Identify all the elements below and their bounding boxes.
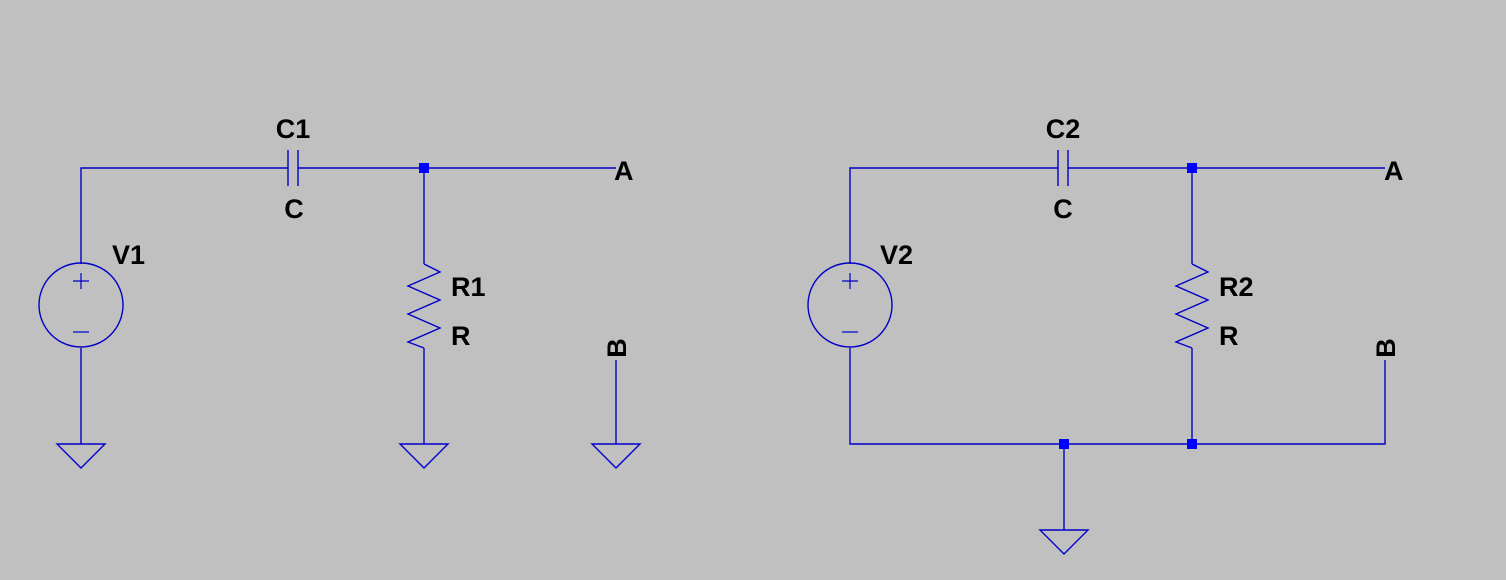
c2-value-label: C xyxy=(1053,194,1073,224)
c2-name-label: C2 xyxy=(1046,114,1081,144)
circuit-left: V1 C1 C R1 R A B xyxy=(38,114,642,469)
junction-dot xyxy=(1059,439,1069,449)
circuit-right: V2 C2 C R2 R A B xyxy=(807,114,1404,555)
resistor-icon[interactable] xyxy=(406,263,442,349)
r1-name-label: R1 xyxy=(451,272,486,302)
resistor-icon[interactable] xyxy=(1174,263,1210,349)
voltage-source-icon[interactable] xyxy=(807,262,893,348)
ground-icon xyxy=(1038,529,1090,555)
c1-value-label: C xyxy=(284,194,304,224)
net-b-label: B xyxy=(602,338,632,358)
wire-v1-to-c1[interactable] xyxy=(80,167,288,264)
capacitor-icon[interactable] xyxy=(1057,150,1069,186)
junction-dot xyxy=(1187,163,1197,173)
net-b-label: B xyxy=(1371,338,1401,358)
r2-name-label: R2 xyxy=(1219,272,1254,302)
ground-icon xyxy=(398,443,450,469)
ground-icon xyxy=(55,443,107,469)
v2-name-label: V2 xyxy=(880,240,913,270)
capacitor-icon[interactable] xyxy=(287,150,299,186)
junction-dot xyxy=(419,163,429,173)
net-a-label: A xyxy=(1384,156,1404,186)
junction-dot xyxy=(1187,439,1197,449)
r1-value-label: R xyxy=(451,321,471,351)
voltage-source-icon[interactable] xyxy=(38,262,124,348)
wire-v2-to-c2[interactable] xyxy=(849,167,1058,264)
wire-v2-bottom[interactable] xyxy=(849,348,1386,445)
v1-name-label: V1 xyxy=(112,240,145,270)
r2-value-label: R xyxy=(1219,321,1239,351)
c1-name-label: C1 xyxy=(276,114,311,144)
ground-icon xyxy=(590,443,642,469)
net-a-label: A xyxy=(614,156,634,186)
